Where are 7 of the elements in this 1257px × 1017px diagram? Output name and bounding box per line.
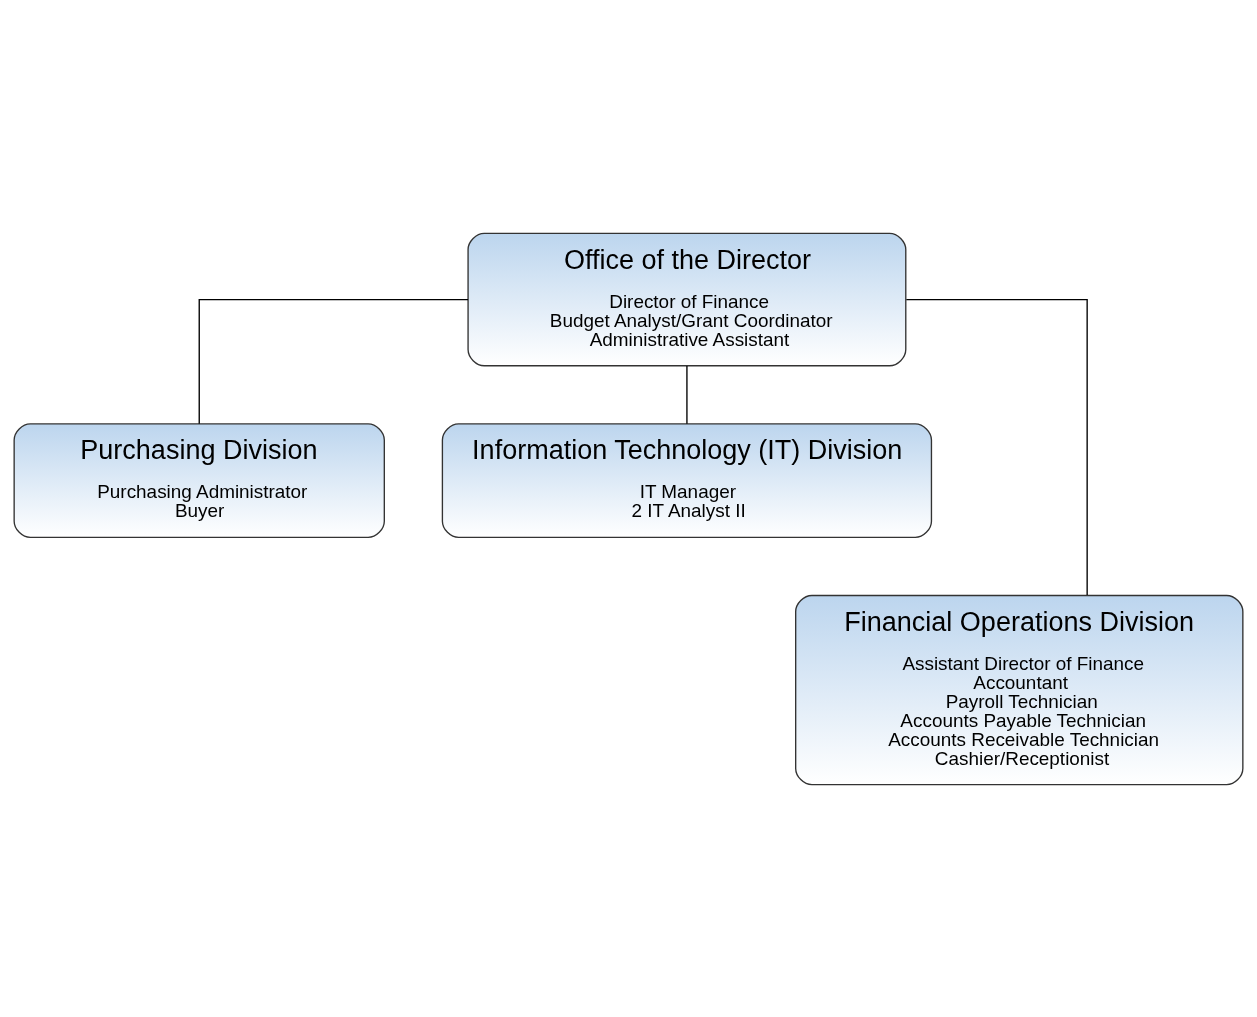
- connector: [905, 298, 1088, 596]
- node-box: Financial Operations Division Assistant Director of Finance Accountant Payroll Technician Accounts Payable Technician Accounts Receivable Technician Cashier/Receptionist: [795, 594, 1244, 785]
- node-box: Purchasing Division Purchasing Administrator Buyer: [13, 422, 385, 538]
- connector: [198, 298, 469, 425]
- node-box: Information Technology (IT) Division IT Manager 2 IT Analyst II: [441, 422, 933, 538]
- connector: [686, 364, 688, 424]
- node-box: Office of the Director Director of Finance Budget Analyst/Grant Coordinator Administrative Assistant: [467, 232, 907, 366]
